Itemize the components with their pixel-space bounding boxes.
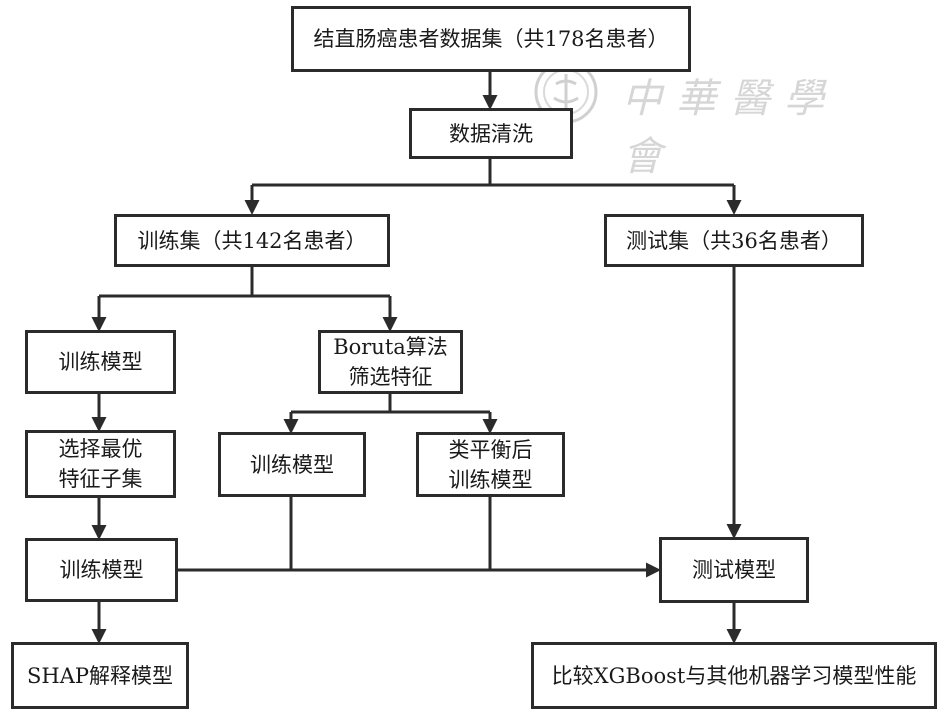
best-subset-label-line-1: 选择最优 [58,437,143,461]
dataset-label: 结直肠癌患者数据集（共178名患者） [313,27,669,51]
train-set-box: 训练集（共142名患者） [114,214,390,267]
dataset-box: 结直肠癌患者数据集（共178名患者） [291,6,691,72]
train-model-1-label: 训练模型 [58,350,143,374]
train-model-box-2: 训练模型 [25,538,178,602]
best-subset-label-line-2: 特征子集 [58,467,143,491]
test-set-box: 测试集（共36名患者） [604,214,864,267]
watermark-text: 中華醫學會 [622,76,838,180]
watermark: 中華醫學會 [528,58,888,180]
train-model-box-1: 训练模型 [25,330,176,394]
train-set-label: 训练集（共142名患者） [137,228,367,253]
balanced-train-label-line-2: 训练模型 [448,467,533,492]
data-cleaning-box: 数据清洗 [409,108,573,159]
best-subset-box: 选择最优 特征子集 [25,430,176,498]
test-model-box: 测试模型 [659,537,809,603]
shap-box: SHAP解释模型 [11,642,189,709]
compare-models-label: 比较XGBoost与其他机器学习模型性能 [551,663,917,688]
train-model-3-label: 训练模型 [250,452,334,477]
compare-models-box: 比较XGBoost与其他机器学习模型性能 [531,642,937,709]
balanced-train-label-line-1: 类平衡后 [448,437,533,462]
data-cleaning-label: 数据清洗 [449,121,533,146]
test-model-label: 测试模型 [692,558,776,582]
boruta-label-line-2: 筛选特征 [348,365,433,389]
train-model-box-3: 训练模型 [218,432,366,497]
balanced-train-box: 类平衡后 训练模型 [416,432,565,497]
shap-label: SHAP解释模型 [27,663,173,688]
train-model-2-label: 训练模型 [59,558,144,582]
boruta-label-line-1: Boruta算法 [333,335,448,359]
boruta-box: Boruta算法 筛选特征 [318,330,463,394]
test-set-label: 测试集（共36名患者） [626,228,842,253]
